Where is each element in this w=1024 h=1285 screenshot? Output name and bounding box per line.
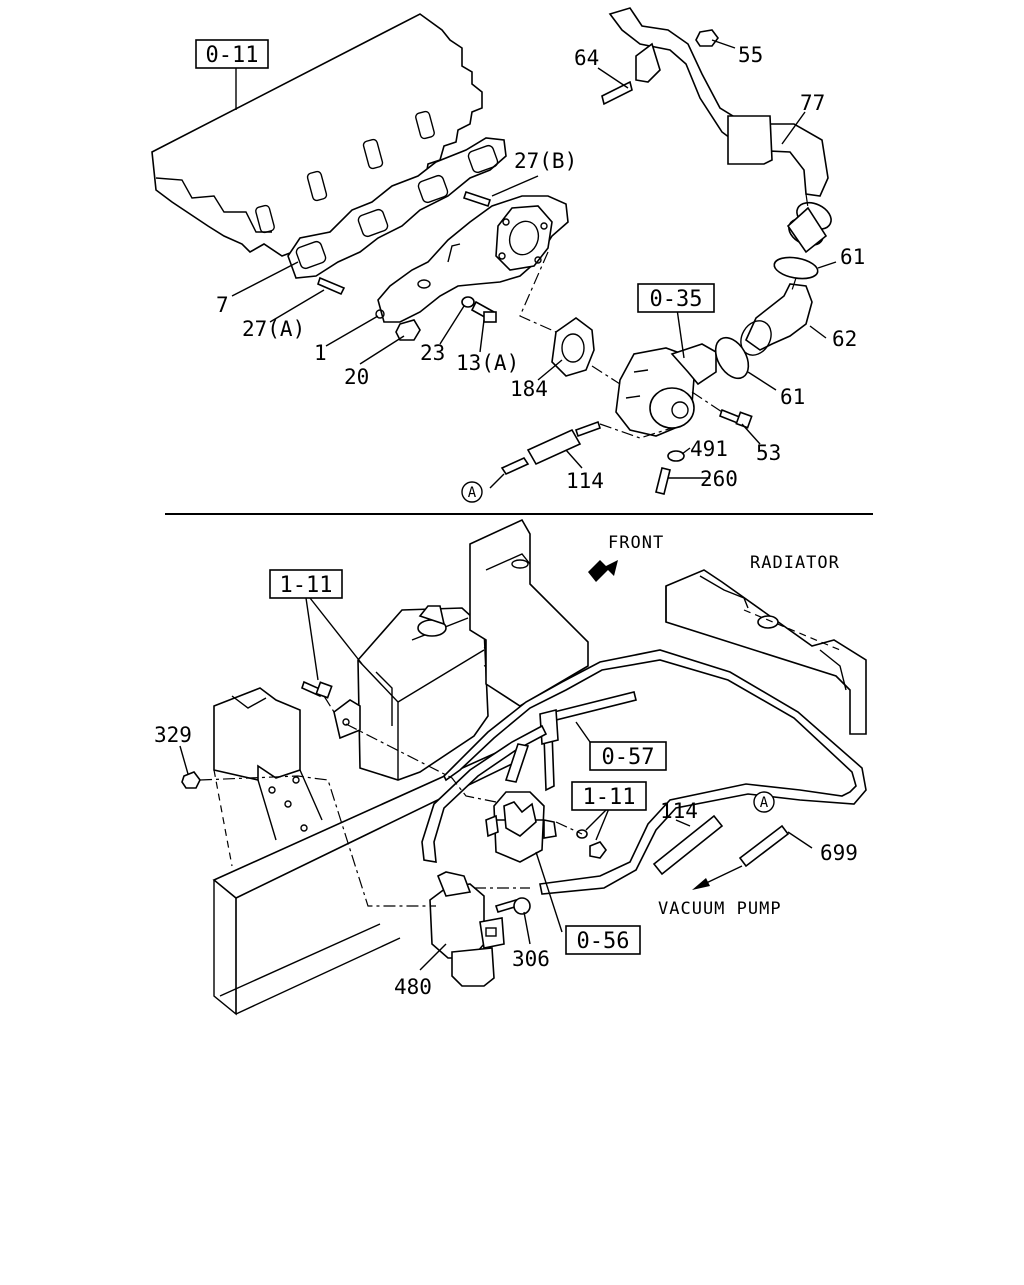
- callout-27a[interactable]: 27(A): [242, 317, 305, 341]
- callout-329[interactable]: 329: [154, 723, 192, 747]
- gasket-184: [551, 317, 595, 377]
- ref-box-0-35[interactable]: 0-35: [637, 283, 715, 313]
- vacuum-pipe-699: [443, 649, 867, 895]
- hose-260: [655, 467, 671, 495]
- lower-callouts: 329 114 699 306 480: [154, 723, 858, 999]
- ref-box-0-35-label: 0-35: [650, 287, 703, 312]
- bolt-13a: [470, 300, 497, 323]
- note-vacuum-pump: VACUUM PUMP: [658, 899, 782, 919]
- nut-329: [181, 771, 201, 789]
- callout-61-top[interactable]: 61: [840, 245, 865, 269]
- callout-306[interactable]: 306: [512, 947, 550, 971]
- note-front: FRONT: [608, 533, 664, 553]
- mount-pillar: [469, 518, 589, 707]
- callout-20[interactable]: 20: [344, 365, 369, 389]
- stud-27a: [317, 276, 346, 296]
- tee-connector: [421, 691, 637, 863]
- connector-a-lower[interactable]: A: [753, 791, 775, 813]
- ref-box-0-57[interactable]: 0-57: [589, 741, 667, 771]
- connector-a-lower-label: A: [760, 795, 769, 811]
- ref-box-0-11[interactable]: 0-11: [195, 39, 269, 69]
- lower-leader-lines: [179, 597, 813, 971]
- clamp-61-top: [773, 256, 819, 280]
- water-pipe-77: [601, 7, 829, 197]
- callout-55[interactable]: 55: [738, 43, 763, 67]
- stud-27b: [462, 190, 492, 208]
- ref-box-0-56-label: 0-56: [577, 929, 630, 954]
- callout-64[interactable]: 64: [574, 46, 599, 70]
- callout-184[interactable]: 184: [510, 377, 548, 401]
- hose-699-end: [738, 824, 790, 868]
- bolt-306: [494, 897, 531, 915]
- nut-55: [695, 29, 719, 47]
- callout-114-lower[interactable]: 114: [660, 799, 698, 823]
- ref-box-0-57-label: 0-57: [602, 745, 655, 770]
- callout-62[interactable]: 62: [832, 327, 857, 351]
- clamp-61-bottom: [714, 336, 750, 380]
- reservoir-tank: [357, 605, 499, 781]
- bolt-53: [719, 408, 753, 429]
- hose-114-lower: [652, 814, 724, 876]
- ref-box-1-11-bottom-label: 1-11: [583, 785, 636, 810]
- hose-joint-61: [786, 201, 832, 254]
- note-radiator: RADIATOR: [750, 553, 840, 573]
- callout-61-bottom[interactable]: 61: [780, 385, 805, 409]
- ref-box-1-11-top-label: 1-11: [280, 573, 333, 598]
- bolt-reservoir: [301, 680, 333, 699]
- hose-114-upper: [500, 420, 602, 476]
- connector-a-upper[interactable]: A: [461, 481, 483, 503]
- nut-20: [395, 319, 421, 341]
- clip-491: [667, 450, 685, 462]
- upper-assembly: [151, 7, 837, 495]
- manifold-gasket: [287, 137, 507, 279]
- callout-27b[interactable]: 27(B): [514, 149, 577, 173]
- hose-62: [740, 283, 813, 356]
- callout-13a[interactable]: 13(A): [456, 351, 519, 375]
- front-arrow: [588, 560, 618, 582]
- callout-480[interactable]: 480: [394, 975, 432, 999]
- callout-114-upper[interactable]: 114: [566, 469, 604, 493]
- callout-260[interactable]: 260: [700, 467, 738, 491]
- callout-699[interactable]: 699: [820, 841, 858, 865]
- lower-notes: FRONT RADIATOR VACUUM PUMP: [608, 533, 840, 919]
- vacuum-pump-arrow: [692, 865, 743, 890]
- ref-box-1-11-top[interactable]: 1-11: [269, 569, 343, 599]
- callout-53[interactable]: 53: [756, 441, 781, 465]
- callout-7[interactable]: 7: [216, 293, 229, 317]
- callout-23[interactable]: 23: [420, 341, 445, 365]
- mounting-bracket: [213, 687, 323, 867]
- upper-leader-lines: [231, 39, 837, 489]
- cylinder-head: [151, 13, 483, 257]
- egr-valve: [615, 343, 717, 437]
- radiator: [665, 569, 867, 735]
- ref-box-0-56[interactable]: 0-56: [565, 925, 641, 955]
- ref-box-0-11-label: 0-11: [206, 43, 259, 68]
- lower-assembly: [179, 518, 867, 1016]
- tank-bracket: [333, 699, 361, 740]
- intake-manifold: [375, 195, 569, 323]
- upper-callouts: 64 55 77 27(B) 61 62 61 7 27(A) 1 23 13(…: [216, 43, 865, 493]
- connector-a-upper-label: A: [468, 485, 477, 501]
- vacuum-switch: [485, 791, 557, 863]
- washer-23: [461, 296, 475, 308]
- ref-box-1-11-bottom[interactable]: 1-11: [571, 781, 647, 811]
- solenoid-480: [429, 871, 505, 987]
- callout-1[interactable]: 1: [314, 341, 327, 365]
- callout-77[interactable]: 77: [800, 91, 825, 115]
- callout-491[interactable]: 491: [690, 437, 728, 461]
